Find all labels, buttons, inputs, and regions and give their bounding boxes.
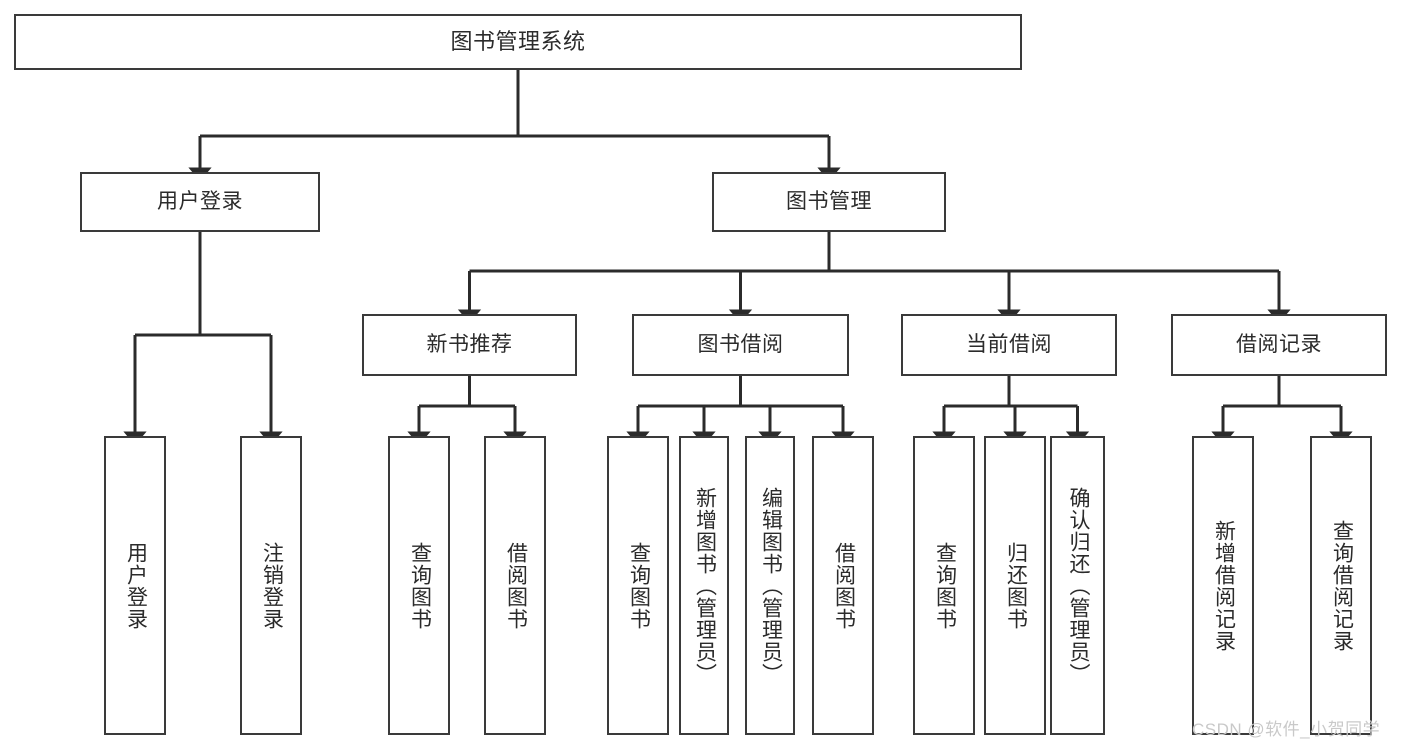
node-label: 查询借阅记录	[1330, 519, 1354, 652]
leaf-add-book-admin[interactable]: 新增图书（管理员）	[679, 436, 729, 735]
node-label: 图书管理	[786, 190, 872, 214]
node-label: 借阅记录	[1236, 333, 1322, 357]
node-root[interactable]: 图书管理系统	[14, 14, 1022, 70]
node-label: 用户登录	[157, 190, 243, 214]
leaf-user-login[interactable]: 用户登录	[104, 436, 166, 735]
node-current-borrow[interactable]: 当前借阅	[901, 314, 1117, 376]
leaf-add-borrow-record[interactable]: 新增借阅记录	[1192, 436, 1254, 735]
leaf-query-book-current[interactable]: 查询图书	[913, 436, 975, 735]
node-borrow-records[interactable]: 借阅记录	[1171, 314, 1387, 376]
node-label: 查询图书	[627, 541, 651, 630]
node-user-login[interactable]: 用户登录	[80, 172, 320, 232]
leaf-confirm-return-admin[interactable]: 确认归还（管理员）	[1050, 436, 1105, 735]
node-label: 注销登录	[260, 541, 284, 630]
node-label: 归还图书	[1004, 541, 1028, 630]
node-label: 新书推荐	[426, 333, 513, 357]
node-label: 查询图书	[408, 541, 432, 630]
node-label: 当前借阅	[966, 333, 1052, 357]
node-label: 查询图书	[933, 541, 957, 630]
leaf-query-borrow-record[interactable]: 查询借阅记录	[1310, 436, 1372, 735]
leaf-return-book[interactable]: 归还图书	[984, 436, 1046, 735]
watermark: CSDN @软件_小贺同学	[1192, 720, 1381, 739]
node-label: 借阅图书	[504, 541, 528, 630]
leaf-logout-login[interactable]: 注销登录	[240, 436, 302, 735]
leaf-borrow-book[interactable]: 借阅图书	[812, 436, 874, 735]
leaf-edit-book-admin[interactable]: 编辑图书（管理员）	[745, 436, 795, 735]
node-label: 新增图书（管理员）	[693, 486, 717, 685]
node-new-book-recommend[interactable]: 新书推荐	[362, 314, 577, 376]
leaf-query-book-borrow[interactable]: 查询图书	[607, 436, 669, 735]
node-label: 新增借阅记录	[1212, 519, 1236, 652]
node-label: 确认归还（管理员）	[1066, 486, 1090, 685]
leaf-query-book-recommend[interactable]: 查询图书	[388, 436, 450, 735]
node-label: 图书管理系统	[450, 28, 586, 54]
node-label: 图书借阅	[697, 333, 784, 357]
edge-layer	[123, 70, 1353, 446]
node-label: 编辑图书（管理员）	[759, 486, 783, 685]
node-book-borrow[interactable]: 图书借阅	[632, 314, 849, 376]
node-label: 用户登录	[124, 541, 148, 630]
leaf-borrow-book-recommend[interactable]: 借阅图书	[484, 436, 546, 735]
node-label: 借阅图书	[832, 541, 856, 630]
node-book-management[interactable]: 图书管理	[712, 172, 946, 232]
